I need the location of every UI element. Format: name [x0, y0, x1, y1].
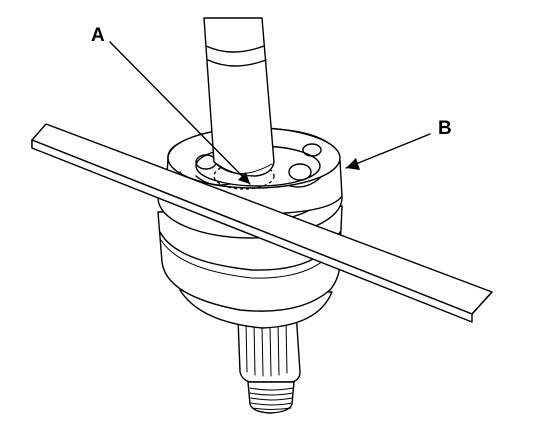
arrowhead-a: [238, 172, 250, 184]
part-a-marker: [213, 162, 275, 190]
callout-b: B: [345, 118, 452, 170]
callout-a: A: [91, 25, 251, 185]
label-a: A: [91, 25, 105, 46]
axle-shaft: [203, 17, 275, 177]
straight-edge: [31, 123, 493, 323]
label-b: B: [438, 118, 452, 139]
splined-stub-shaft: [237, 311, 301, 414]
arrowhead-b: [346, 158, 360, 170]
